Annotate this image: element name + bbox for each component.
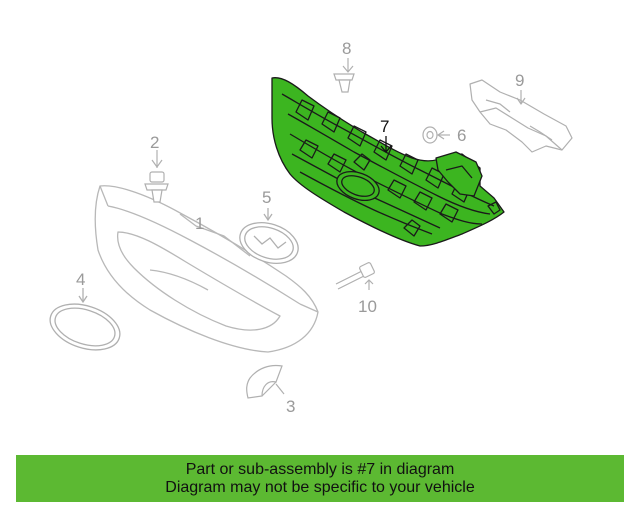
info-banner: Part or sub-assembly is #7 in diagram Di… xyxy=(16,455,624,502)
callout-7: 7 xyxy=(380,117,389,136)
part-6-nut[interactable] xyxy=(422,126,450,144)
part-9-bracket[interactable] xyxy=(469,79,573,153)
callout-6: 6 xyxy=(457,126,466,145)
callout-8: 8 xyxy=(342,39,351,58)
callout-1: 1 xyxy=(195,214,204,233)
callout-9: 9 xyxy=(515,71,524,90)
part-2-clip[interactable] xyxy=(144,150,169,203)
callout-3: 3 xyxy=(286,397,295,416)
callout-2: 2 xyxy=(150,133,159,152)
callout-10: 10 xyxy=(358,297,377,316)
part-5-emblem[interactable] xyxy=(235,208,304,270)
part-3-bracket[interactable] xyxy=(246,364,285,399)
banner-line-1: Part or sub-assembly is #7 in diagram xyxy=(185,460,455,478)
banner-line-2: Diagram may not be specific to your vehi… xyxy=(165,478,475,496)
callout-5: 5 xyxy=(262,188,271,207)
callout-4: 4 xyxy=(76,270,85,289)
part-10-bolt[interactable] xyxy=(335,262,375,290)
part-4-emblem-ring[interactable] xyxy=(44,288,125,358)
part-1-grille-surround[interactable] xyxy=(94,185,319,353)
part-7-leader xyxy=(380,136,392,154)
part-8-clip[interactable] xyxy=(333,58,355,93)
part-7-radiator-grille[interactable] xyxy=(271,77,505,247)
